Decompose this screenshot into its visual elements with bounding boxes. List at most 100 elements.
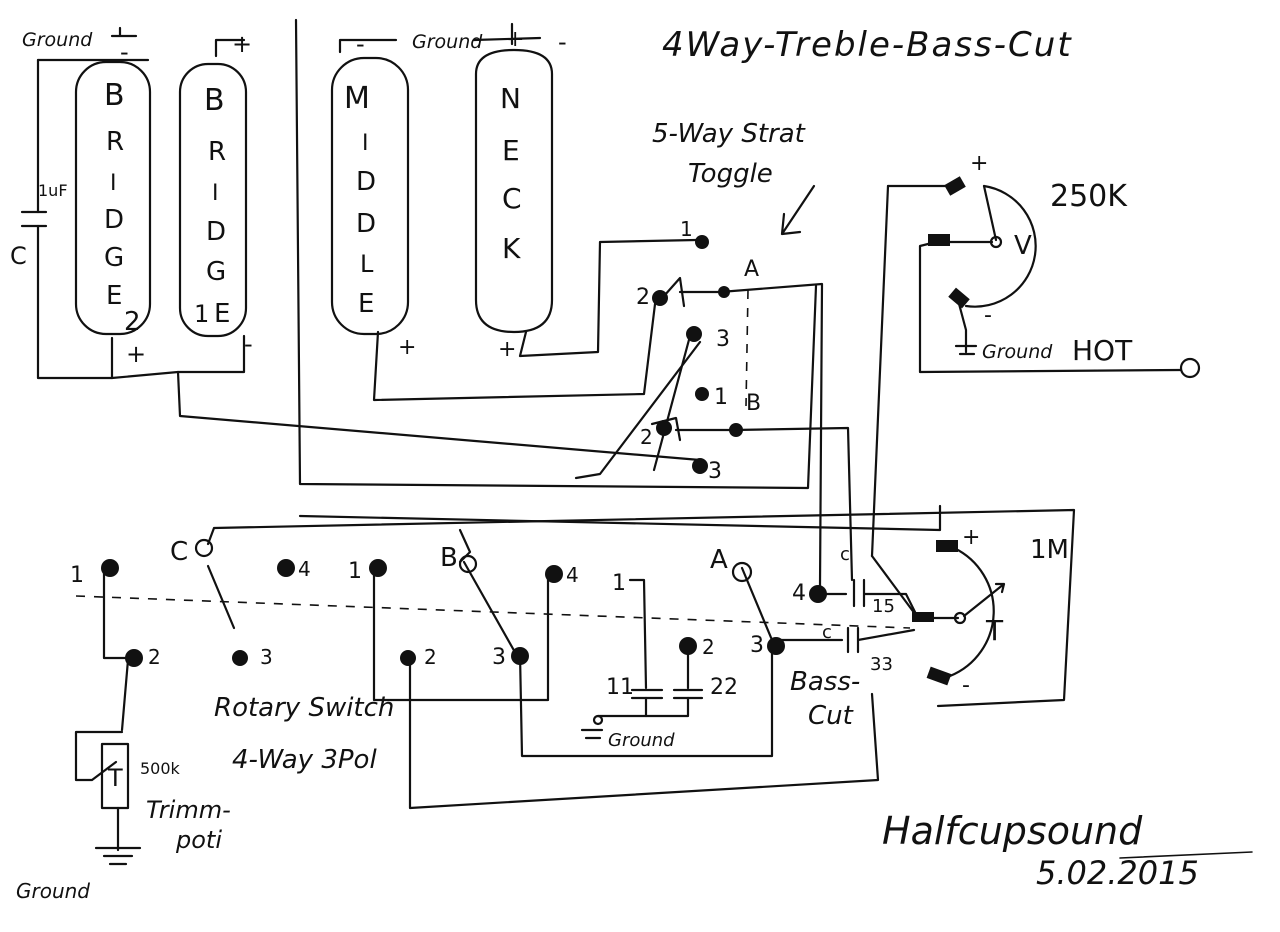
- pole-a: A 1 2 3 4: [612, 545, 827, 659]
- svg-text:2: 2: [640, 425, 653, 449]
- svg-text:D: D: [104, 205, 124, 235]
- pole-name: C: [170, 537, 188, 567]
- trimpot-label: poti: [175, 826, 222, 854]
- svg-text:E: E: [214, 299, 230, 329]
- cap-value: 22: [710, 675, 738, 700]
- minus-label: -: [962, 673, 970, 698]
- ground-label: Ground: [412, 31, 483, 53]
- cap-value: 1uF: [38, 181, 68, 200]
- svg-text:D: D: [206, 217, 226, 247]
- svg-text:2: 2: [148, 645, 161, 669]
- svg-text:D: D: [356, 209, 376, 239]
- svg-text:2: 2: [636, 285, 650, 310]
- svg-text:M: M: [344, 81, 370, 116]
- date: 5.02.2015: [1036, 854, 1199, 892]
- plus-label: +: [498, 337, 516, 362]
- pot-value: 1M: [1030, 535, 1069, 565]
- signature: Halfcupsound: [882, 809, 1143, 853]
- cap-label: c: [840, 544, 850, 565]
- svg-text:4: 4: [298, 557, 311, 581]
- svg-text:3: 3: [492, 645, 506, 670]
- plus-label: +: [970, 151, 988, 176]
- svg-text:G: G: [206, 257, 226, 287]
- deck-name: B: [746, 391, 761, 416]
- minus-label: -: [356, 30, 365, 58]
- plus-label: +: [126, 340, 146, 368]
- cap-value: 33: [870, 654, 893, 675]
- minus-label: -: [120, 38, 129, 66]
- minus-label: -: [558, 28, 567, 56]
- svg-text:E: E: [106, 281, 122, 311]
- arrow-icon: [780, 184, 816, 236]
- pole-c: C 1 2 3 4: [70, 537, 311, 669]
- svg-text:3: 3: [750, 633, 764, 658]
- pickup-number: 2: [124, 307, 141, 337]
- plus-label: +: [232, 30, 252, 58]
- cap-label: C: [10, 242, 27, 270]
- svg-text:I: I: [362, 131, 369, 156]
- trimpot-value: 500k: [140, 759, 181, 778]
- svg-text:I: I: [110, 171, 117, 196]
- svg-text:I: I: [212, 181, 219, 206]
- svg-text:K: K: [502, 232, 521, 265]
- svg-text:4: 4: [566, 563, 579, 587]
- diagram-title: 4Way-Treble-Bass-Cut: [662, 25, 1073, 65]
- cap-label: c: [822, 622, 832, 643]
- svg-text:E: E: [502, 134, 520, 167]
- deck-name: A: [744, 257, 759, 282]
- svg-text:D: D: [356, 167, 376, 197]
- hot-label: HOT: [1072, 334, 1133, 367]
- plus-label: +: [962, 525, 980, 550]
- svg-text:3: 3: [260, 645, 273, 669]
- svg-text:R: R: [106, 127, 124, 157]
- svg-text:E: E: [358, 289, 374, 319]
- cap-value: 11: [606, 675, 634, 700]
- minus-label: -: [984, 303, 992, 328]
- minus-label: -: [244, 330, 253, 358]
- pickup-number: 1: [194, 300, 209, 328]
- rotary-label: 4-Way 3Pol: [232, 745, 377, 775]
- svg-text:N: N: [500, 82, 521, 115]
- hot-output-terminal: [1179, 357, 1201, 379]
- pot-value: 250K: [1050, 179, 1128, 214]
- deck-b: B 1 2 3: [640, 385, 761, 484]
- bass-cut-label: Bass-: [790, 667, 860, 697]
- pole-b: B 1 2 3 4: [348, 543, 579, 670]
- pole-name: B: [440, 543, 458, 573]
- ground-label: Ground: [982, 341, 1053, 363]
- svg-text:1: 1: [680, 217, 693, 241]
- svg-text:1: 1: [70, 563, 84, 588]
- svg-text:B: B: [104, 78, 125, 113]
- pot-name: V: [1014, 231, 1032, 261]
- svg-text:2: 2: [424, 645, 437, 669]
- deck-a: A 1 2 3: [636, 217, 759, 352]
- rotary-label: Rotary Switch: [214, 693, 394, 723]
- pickup-neck: N E C K +: [474, 48, 554, 362]
- cap-value: 15: [872, 596, 895, 617]
- ground-label: Ground: [608, 730, 675, 751]
- tone-pot: 1M T + -: [912, 525, 1069, 698]
- svg-text:1: 1: [714, 385, 728, 410]
- ground-label: Ground: [22, 29, 93, 51]
- plus-label: +: [398, 335, 416, 360]
- svg-text:L: L: [360, 250, 374, 278]
- capacitor-1uf: C 1uF: [10, 181, 68, 270]
- pickup-bridge-1: B R I D G E 1 + -: [178, 30, 253, 358]
- svg-text:2: 2: [702, 635, 715, 659]
- trimpot-name: T: [107, 764, 123, 792]
- svg-text:3: 3: [716, 327, 730, 352]
- svg-text:1: 1: [348, 559, 362, 584]
- svg-text:B: B: [204, 83, 225, 118]
- pickup-bridge-2: B R I D G E 2 + -: [74, 38, 152, 368]
- svg-text:4: 4: [792, 581, 806, 606]
- svg-text:3: 3: [708, 459, 722, 484]
- pickup-middle: M I D D L E +: [330, 56, 416, 360]
- svg-text:C: C: [502, 182, 522, 215]
- pole-name: A: [710, 545, 728, 575]
- wiring: [36, 18, 1182, 866]
- bass-cut-label: Cut: [808, 701, 854, 731]
- rotary-switch: C 1 2 3 4 B 1 2 3 4 A 1: [70, 537, 827, 775]
- toggle-label: 5-Way Strat: [652, 119, 806, 149]
- toggle-switch: 5-Way Strat Toggle A 1 2 3 B 1 2 3: [636, 119, 816, 484]
- ground-label: Ground: [16, 879, 90, 903]
